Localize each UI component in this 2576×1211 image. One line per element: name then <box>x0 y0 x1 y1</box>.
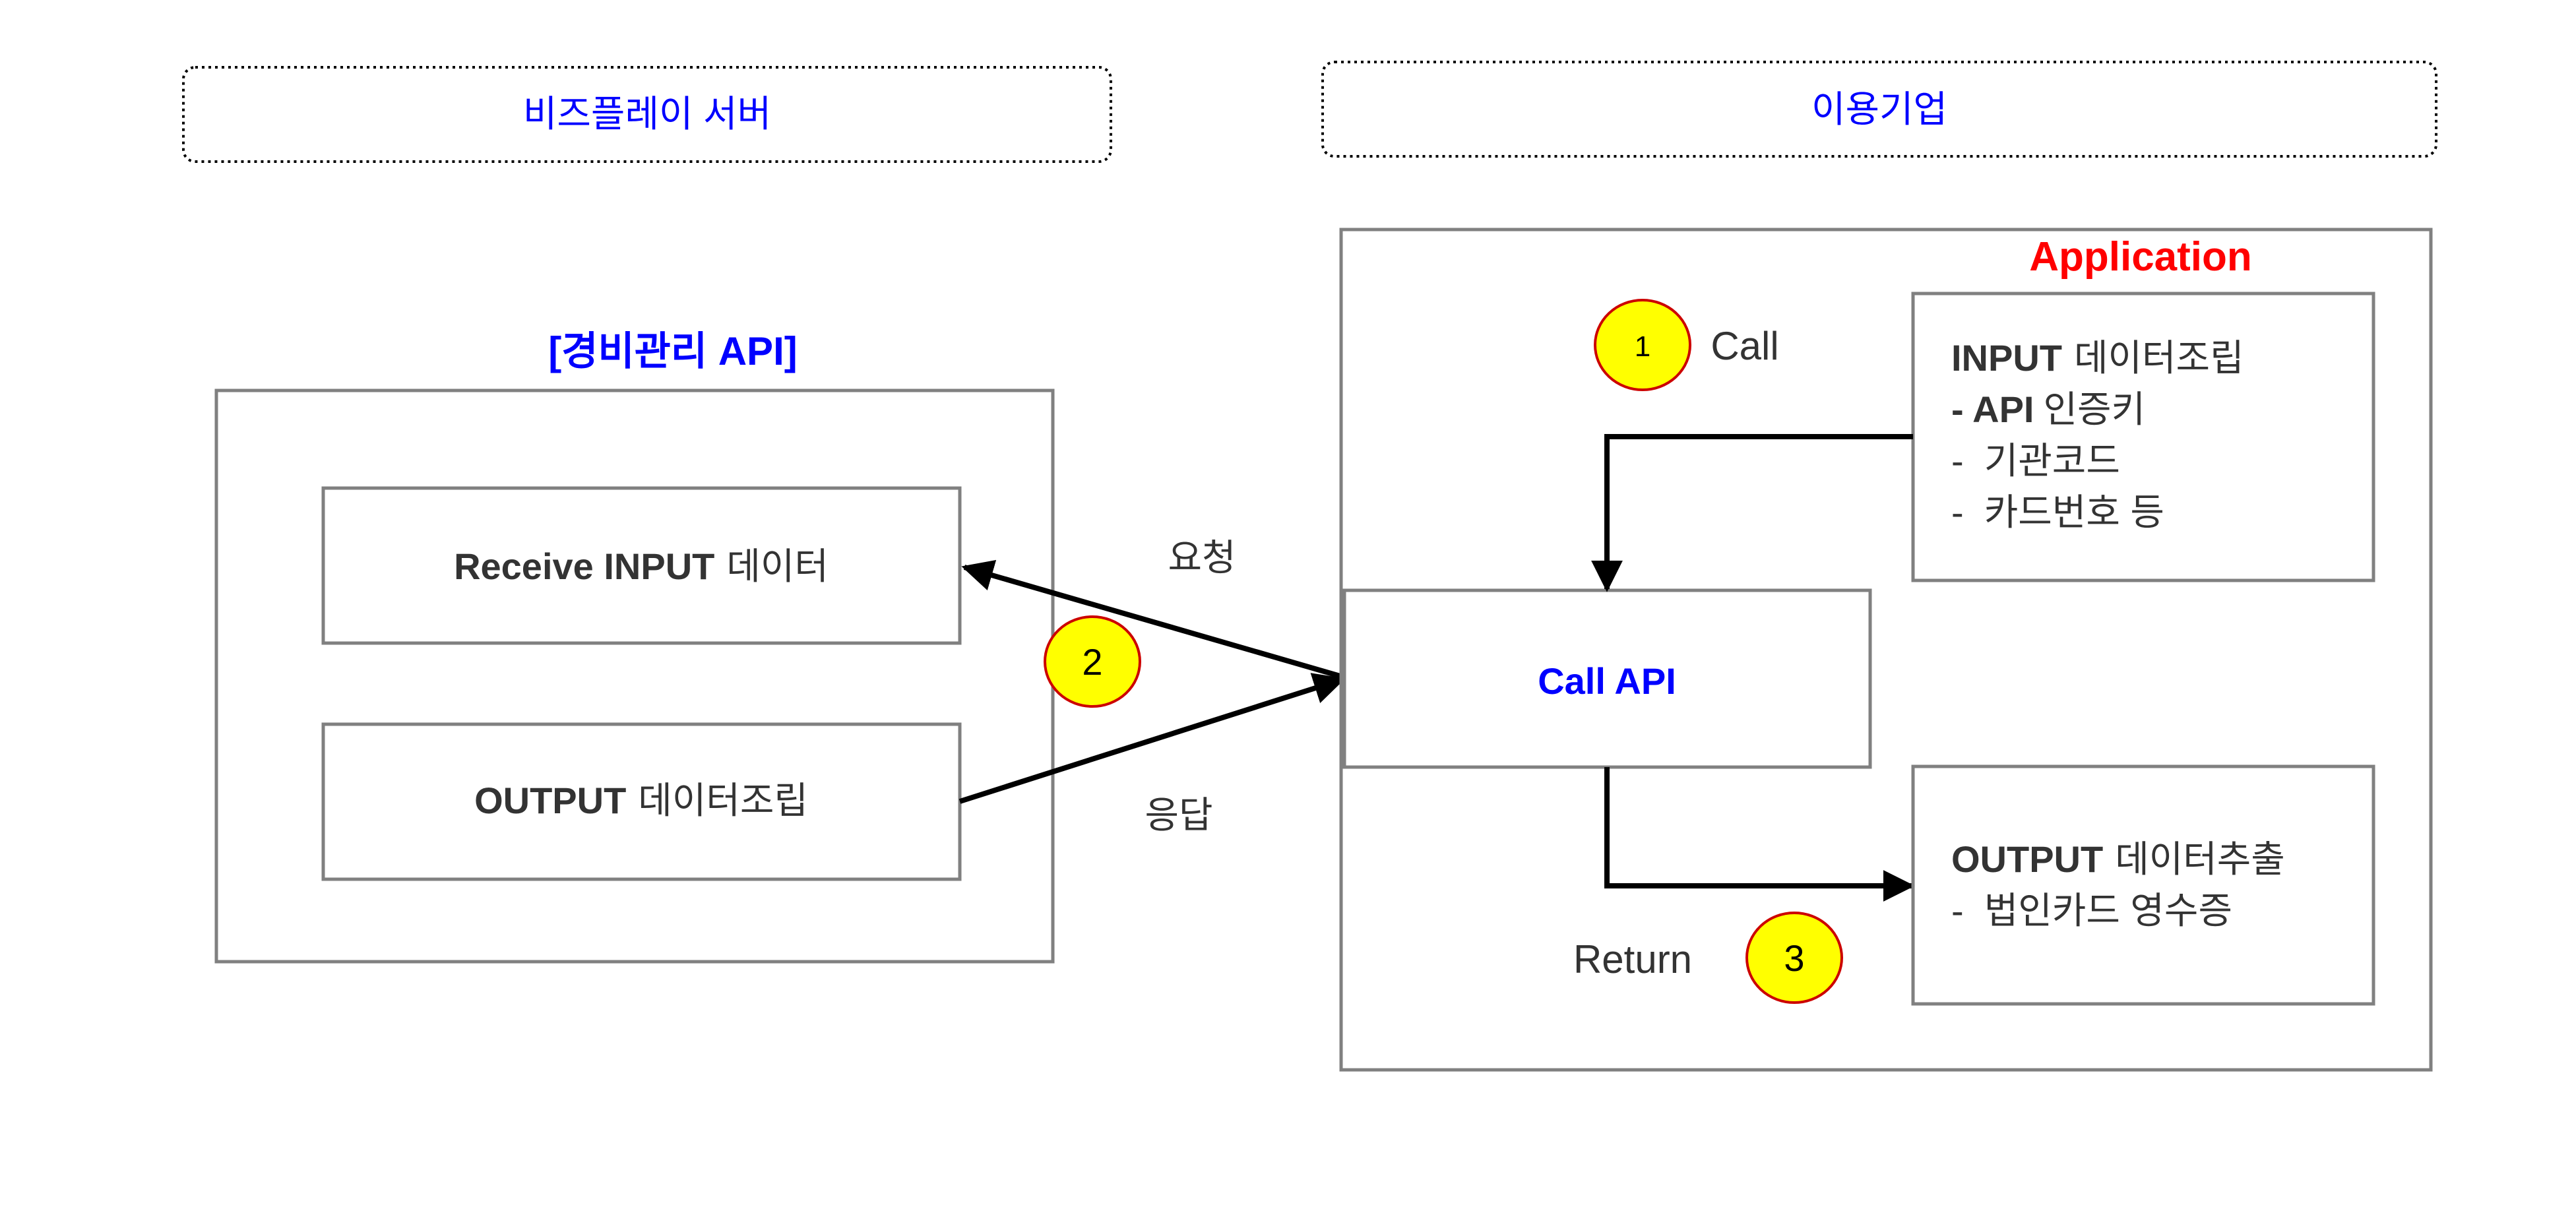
receive-input-text: 데이터 <box>726 545 829 587</box>
client-container <box>1339 228 2433 1072</box>
step-3-number: 3 <box>1784 937 1804 979</box>
header-client-frame <box>1321 61 2437 158</box>
return-label: Return <box>1573 937 1692 981</box>
output-extraction-strong: OUTPUT <box>1951 838 2103 880</box>
server-container <box>214 388 1055 964</box>
output-assembly-box <box>321 722 962 881</box>
step-2-number: 2 <box>1082 641 1102 683</box>
request-label: 요청 <box>1168 537 1236 578</box>
receive-input-box <box>321 486 962 645</box>
header-server-frame <box>182 66 1112 163</box>
server-api-title: [경비관리 API] <box>548 329 797 373</box>
input-assembly-strong: INPUT <box>1951 337 2062 379</box>
input-item-card-number: - 카드번호 등 <box>1951 491 2164 533</box>
output-assembly-strong: OUTPUT <box>474 780 626 821</box>
header-client-label: 이용기업 <box>1811 88 1947 130</box>
input-assembly-title: INPUT 데이터조립 <box>1951 337 2244 379</box>
output-assembly-label: OUTPUT 데이터조립 <box>474 780 808 821</box>
output-item-receipt: - 법인카드 영수증 <box>1951 890 2232 931</box>
step-3-badge <box>1745 912 1843 1004</box>
response-label: 응답 <box>1145 794 1212 836</box>
application-title: Application <box>2029 234 2252 280</box>
output-extraction-box <box>1911 764 2375 1006</box>
step-1-number: 1 <box>1635 330 1650 363</box>
input-item-api-key-text: 인증키 <box>2043 388 2145 430</box>
receive-input-label: Receive INPUT 데이터 <box>454 545 829 587</box>
input-item-api-key-bold: - API <box>1951 388 2034 430</box>
output-extraction-title: OUTPUT 데이터추출 <box>1951 838 2285 880</box>
call-label: Call <box>1711 324 1778 368</box>
input-to-call-arrow <box>1591 434 1913 592</box>
call-to-output-arrow <box>1604 767 1915 902</box>
header-server-label: 비즈플레이 서버 <box>523 93 771 135</box>
step-2-badge <box>1044 615 1141 708</box>
input-item-org-code: - 기관코드 <box>1951 440 2120 481</box>
request-arrow <box>961 559 1344 679</box>
receive-input-strong: Receive INPUT <box>454 545 714 587</box>
response-arrow <box>958 673 1346 804</box>
output-assembly-text: 데이터조립 <box>638 780 808 821</box>
call-api-label: Call API <box>1538 660 1676 702</box>
output-extraction-text: 데이터추출 <box>2115 838 2285 880</box>
step-1-badge <box>1594 299 1691 391</box>
input-assembly-text: 데이터조립 <box>2074 337 2244 379</box>
